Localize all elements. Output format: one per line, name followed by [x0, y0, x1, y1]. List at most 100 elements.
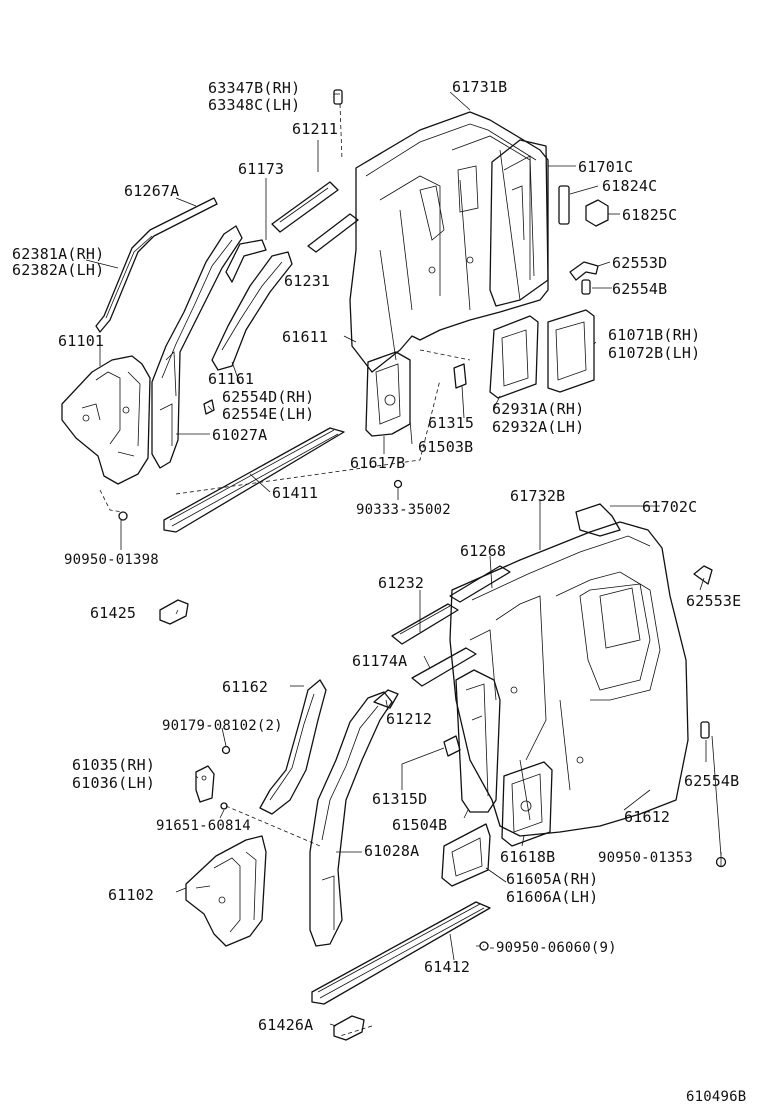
label-61315D: 61315D [372, 790, 427, 808]
part-61161-inner-pillar [211, 251, 293, 371]
label-61315: 61315 [428, 414, 474, 432]
part-63347B-clip [333, 89, 343, 105]
part-62554D-clip [203, 399, 215, 415]
label-61503B: 61503B [418, 438, 473, 456]
part-61617B-plate [365, 351, 411, 437]
part-labels: 63347B(RH) 63348C(LH) 61731B 61211 61173… [12, 78, 746, 1105]
label-61504B: 61504B [392, 816, 447, 834]
part-61825C [585, 199, 609, 227]
label-91651-60814: 91651-60814 [156, 818, 251, 834]
label-61618B: 61618B [500, 848, 555, 866]
label-62553E: 62553E [686, 592, 741, 610]
label-61072B: 61072B(LH) [608, 344, 700, 362]
part-61027A-pillar [151, 225, 243, 469]
label-61426A: 61426A [258, 1016, 313, 1034]
part-62554B-lower [700, 721, 710, 739]
label-62932A: 62932A(LH) [492, 418, 584, 436]
figure-code: 610496B [686, 1089, 746, 1105]
label-61425: 61425 [90, 604, 136, 622]
label-61824C: 61824C [602, 177, 657, 195]
part-61315-bracket [453, 363, 467, 389]
label-61612: 61612 [624, 808, 670, 826]
dashed-lines [99, 103, 484, 1037]
label-61036: 61036(LH) [72, 774, 155, 792]
part-61824C [558, 185, 570, 225]
label-90950-01398: 90950-01398 [64, 552, 159, 568]
label-62554E: 62554E(LH) [222, 405, 314, 423]
label-61173: 61173 [238, 160, 284, 178]
label-61411: 61411 [272, 484, 318, 502]
label-90950-01353: 90950-01353 [598, 850, 693, 866]
label-61732B: 61732B [510, 487, 565, 505]
label-61027A: 61027A [212, 426, 267, 444]
part-61231-rail [307, 213, 359, 253]
label-61161: 61161 [208, 370, 254, 388]
label-61825C: 61825C [622, 206, 677, 224]
label-61731B: 61731B [452, 78, 507, 96]
part-61702C-panel [575, 503, 621, 537]
label-61162: 61162 [222, 678, 268, 696]
part-61028A-pillar [309, 691, 393, 947]
label-90333-35002: 90333-35002 [356, 502, 451, 518]
part-62553D [569, 261, 599, 281]
part-61102-bracket [185, 835, 267, 947]
label-61211: 61211 [292, 120, 338, 138]
part-61426A-bracket [333, 1015, 365, 1041]
label-61231: 61231 [284, 272, 330, 290]
part-62931A-panel [489, 315, 539, 399]
label-90179-08102: 90179-08102(2) [162, 718, 283, 734]
part-62554B-upper [581, 279, 591, 295]
part-61618B-plate [501, 761, 553, 847]
label-61617B: 61617B [350, 454, 405, 472]
part-61232-bracket [391, 603, 459, 645]
label-62554B-top: 62554B [612, 280, 667, 298]
label-61028A: 61028A [364, 842, 419, 860]
part-61268-rail [449, 565, 511, 603]
part-61605A-panel [441, 823, 491, 887]
part-61174A-bracket [411, 647, 477, 687]
label-61212: 61212 [386, 710, 432, 728]
label-61611: 61611 [282, 328, 328, 346]
label-61605A: 61605A(RH) [506, 870, 598, 888]
label-62554B-bottom: 62554B [684, 772, 739, 790]
part-90333-grommet [393, 479, 403, 489]
part-90179-bolts [221, 745, 231, 755]
part-61701C-panel [489, 139, 549, 307]
label-61102: 61102 [108, 886, 154, 904]
label-62381A: 62381A(RH) [12, 245, 104, 263]
label-61412: 61412 [424, 958, 470, 976]
part-61611-side-panel [349, 111, 549, 373]
label-61101: 61101 [58, 332, 104, 350]
label-61071B: 61071B(RH) [608, 326, 700, 344]
part-61612-side-panel [449, 521, 689, 837]
label-61606A: 61606A(LH) [506, 888, 598, 906]
part-61071B-frame [547, 309, 595, 393]
part-61315D-bracket [443, 735, 461, 757]
label-62931A: 62931A(RH) [492, 400, 584, 418]
part-61212-bracket [373, 689, 399, 709]
part-61173-reinforcement [225, 181, 339, 283]
label-61702C: 61702C [642, 498, 697, 516]
part-61504B-pillar [455, 669, 501, 813]
label-63347B: 63347B(RH) [208, 79, 300, 97]
leader-lines [85, 91, 722, 1027]
part-61267A-moulding [95, 197, 218, 333]
label-61232: 61232 [378, 574, 424, 592]
label-90950-06060: 90950-06060(9) [496, 940, 617, 956]
label-62554D: 62554D(RH) [222, 388, 314, 406]
label-61268: 61268 [460, 542, 506, 560]
label-62553D: 62553D [612, 254, 667, 272]
part-61162-inner-pillar [259, 679, 327, 815]
part-61035-hinge [195, 765, 215, 803]
label-63348C: 63348C(LH) [208, 96, 300, 114]
part-61412-rocker [311, 901, 491, 1005]
label-62382A: 62382A(LH) [12, 261, 104, 279]
part-90950-01398-plug [118, 511, 128, 521]
label-61174A: 61174A [352, 652, 407, 670]
label-61035: 61035(RH) [72, 756, 155, 774]
part-61425-bracket [159, 599, 189, 625]
label-61701C: 61701C [578, 158, 633, 176]
part-61101-bracket [61, 355, 151, 485]
label-61267A: 61267A [124, 182, 179, 200]
